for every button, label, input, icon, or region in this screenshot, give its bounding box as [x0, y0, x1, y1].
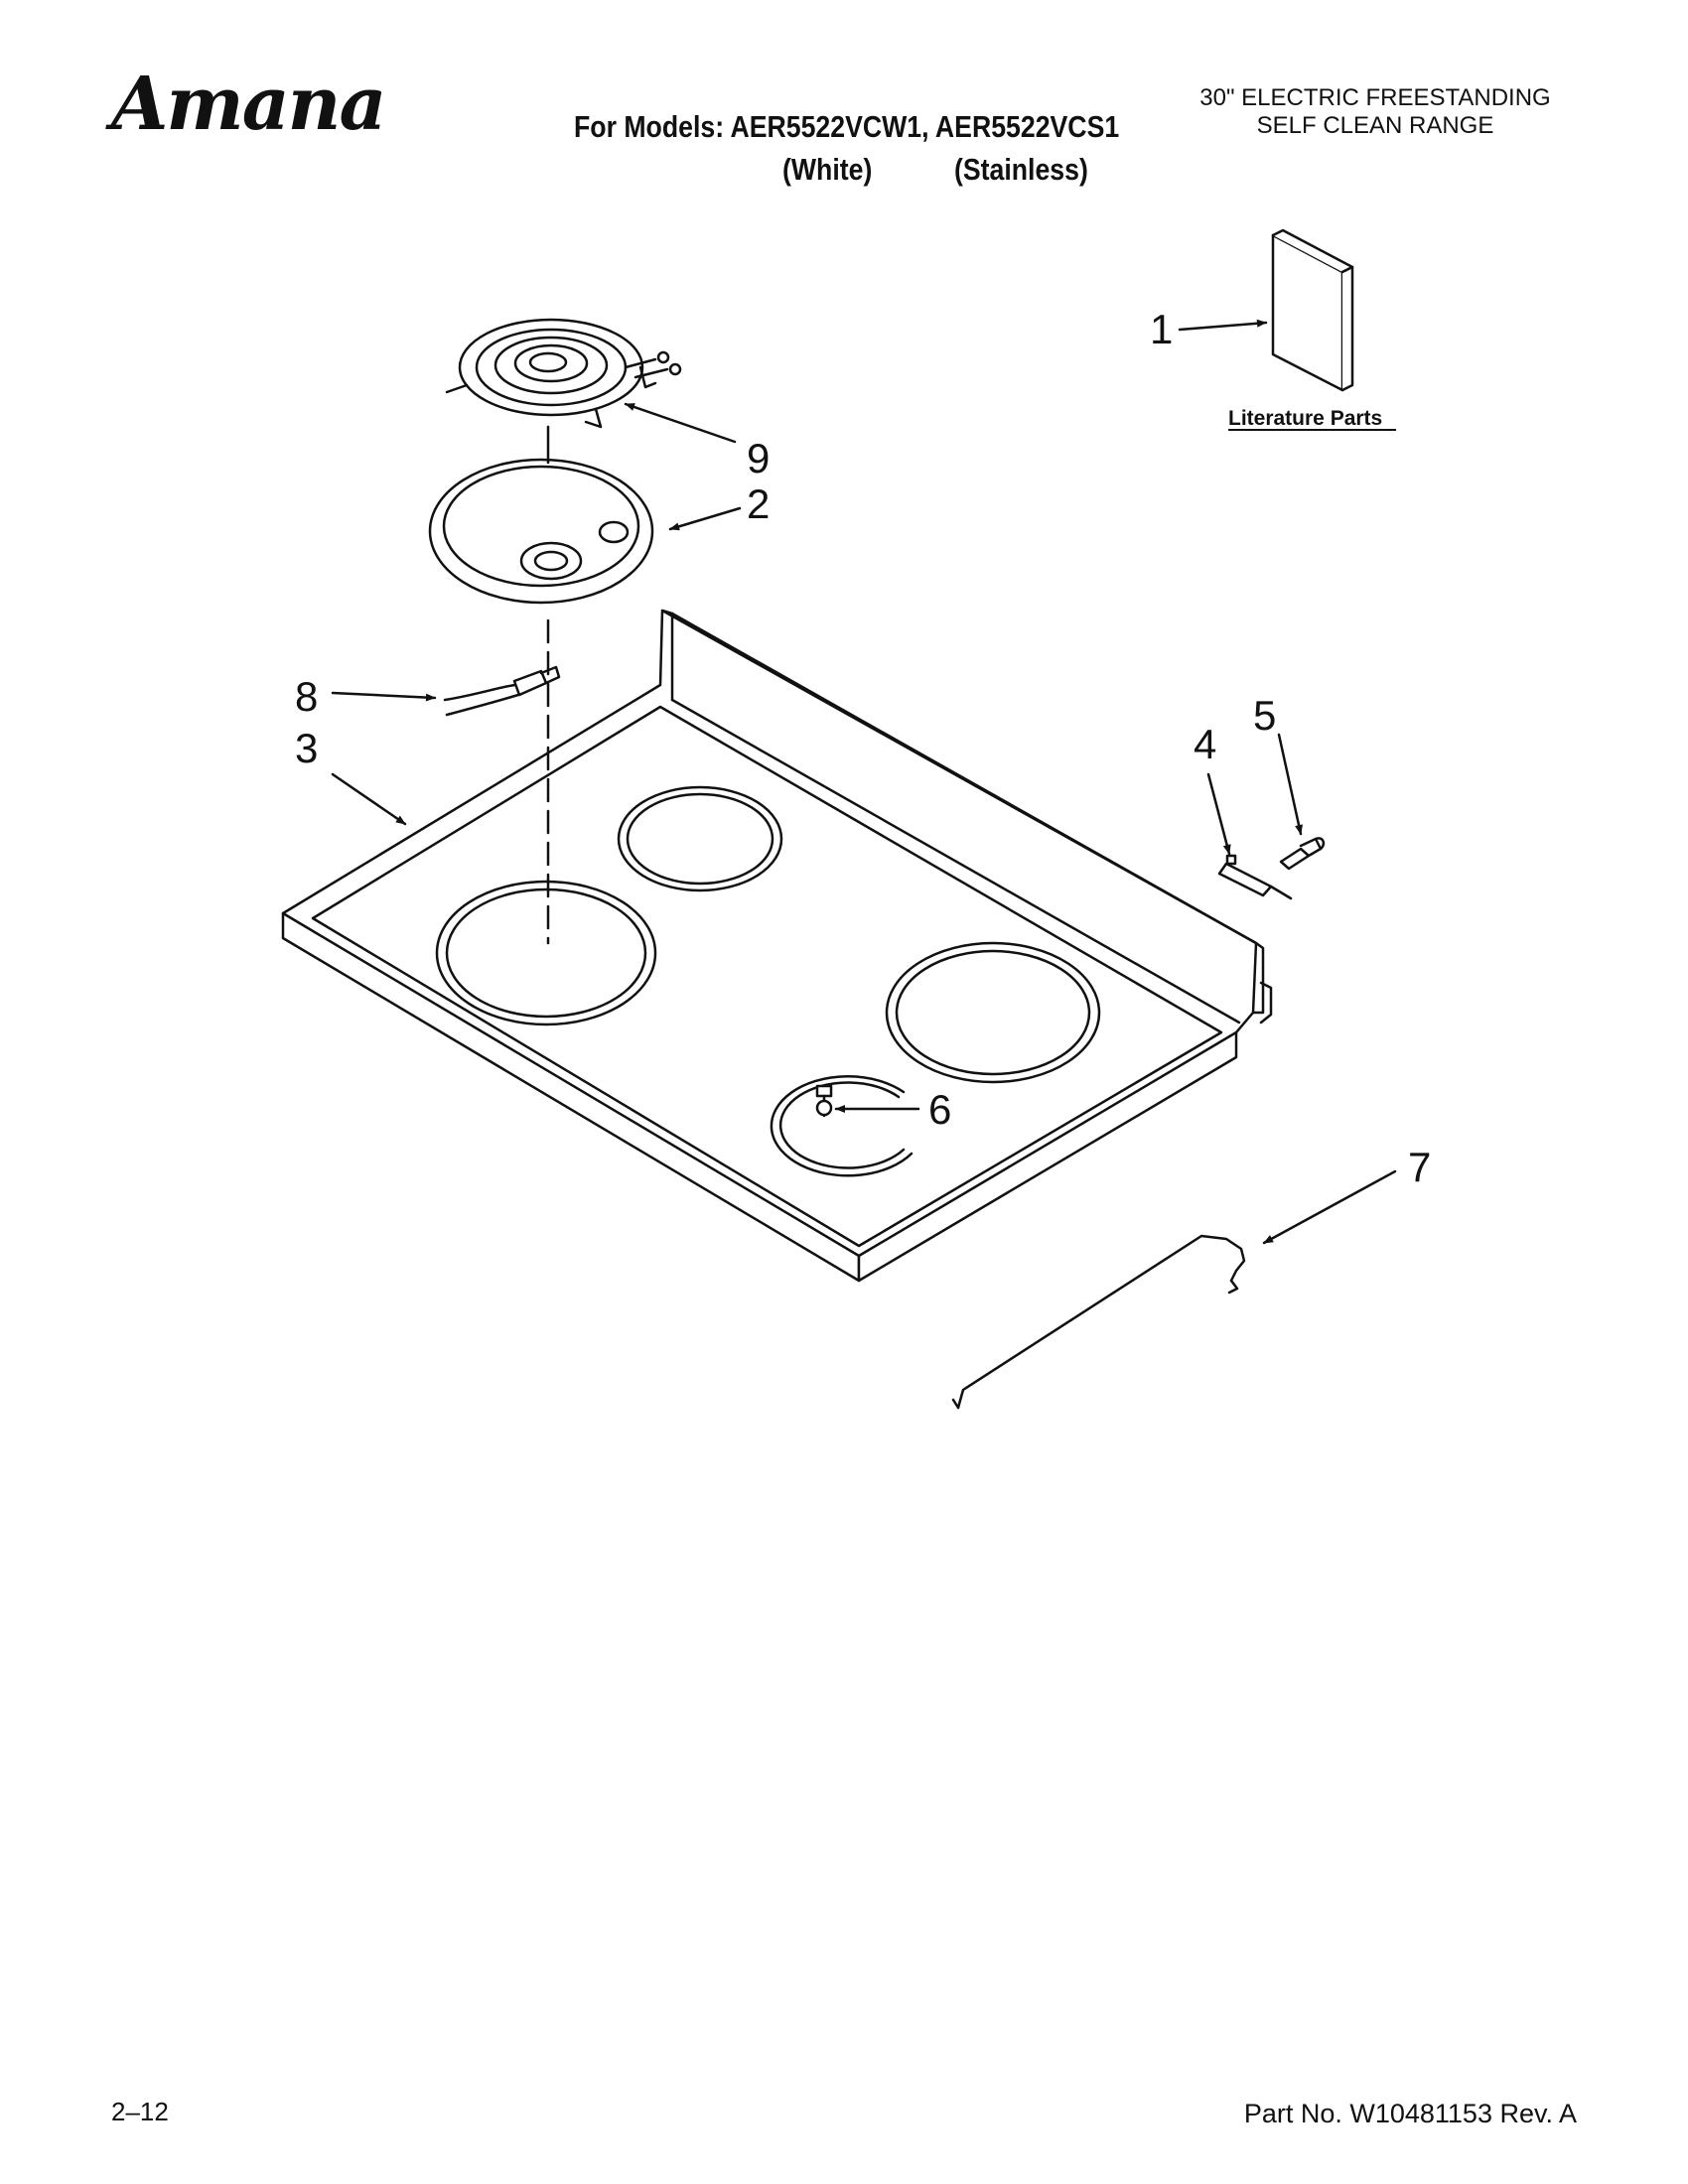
screw-bolt-part: [1279, 837, 1326, 871]
surface-element: [445, 318, 682, 429]
cooktop: [281, 609, 1273, 1283]
burner-opening-rear-right: [885, 941, 1101, 1084]
bracket-part: [1217, 854, 1293, 900]
callout-8: 8: [295, 673, 318, 720]
callout-6: 6: [928, 1086, 951, 1133]
callout-2: 2: [747, 480, 770, 527]
variant-white: (White): [782, 152, 873, 187]
screw-part: [815, 1084, 833, 1118]
callout-7: 7: [1408, 1144, 1431, 1190]
literature-part: [1271, 228, 1354, 392]
wire-connector: [443, 665, 561, 717]
burner-opening-rear-left: [617, 785, 783, 892]
literature-parts-label: Literature Parts: [1228, 407, 1382, 430]
product-line-1: 30" ELECTRIC FREESTANDING: [1199, 84, 1551, 111]
hinge-rod: [951, 1234, 1246, 1410]
burner-opening-front-left: [435, 880, 657, 1026]
page-code: 2–12: [111, 2097, 169, 2126]
callout-9: 9: [747, 435, 770, 481]
variant-stainless: (Stainless): [954, 152, 1088, 187]
burner-opening-front-right: [770, 1075, 914, 1177]
callout-1: 1: [1150, 306, 1173, 352]
callout-5: 5: [1253, 692, 1276, 739]
models-line: For Models: AER5522VCW1, AER5522VCS1: [574, 109, 1120, 144]
product-line-2: SELF CLEAN RANGE: [1256, 112, 1494, 139]
callout-3: 3: [295, 725, 318, 771]
callout-4: 4: [1194, 721, 1216, 767]
product-description: 30" ELECTRIC FREESTANDING SELF CLEAN RAN…: [1177, 84, 1574, 140]
drip-bowl: [428, 458, 654, 605]
part-number: Part No. W10481153 Rev. A: [1243, 2099, 1577, 2128]
amana-logo: Amana: [111, 62, 386, 147]
